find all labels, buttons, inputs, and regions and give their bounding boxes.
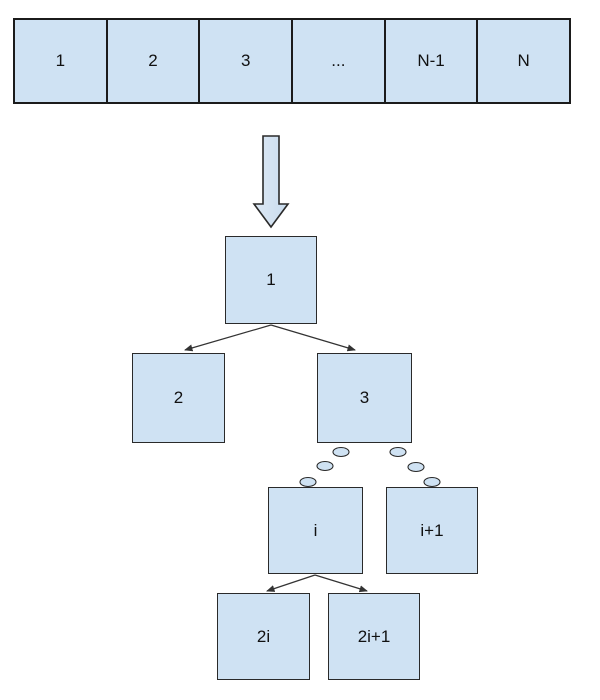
- array-cell-2: 2: [108, 20, 201, 102]
- ellipsis-dot: [299, 476, 317, 488]
- block-arrow-down-icon: [252, 135, 290, 229]
- ellipsis-dots-right-trail: [389, 446, 441, 488]
- edge-node1-node3: [270, 324, 356, 352]
- tree-node-3: 3: [317, 353, 412, 443]
- ellipsis-dot: [332, 446, 350, 458]
- array-cell-1: 1: [15, 20, 108, 102]
- array-cell-n: N: [517, 51, 530, 70]
- array-cell-3: 3: [200, 20, 294, 102]
- tree-node-2i: 2i: [217, 593, 310, 680]
- ellipsis-dots-left-trail: [299, 446, 350, 488]
- array-strip: 1 2 3 ... N-1 N: [13, 18, 571, 104]
- array-cell-ellipsis: ...: [293, 20, 386, 102]
- tree-node-2: 2: [132, 353, 225, 443]
- tree-node-i-plus-1: i+1: [386, 487, 478, 574]
- tree-node-2i-plus-1: 2i+1: [328, 593, 420, 680]
- ellipsis-dot: [423, 476, 441, 488]
- ellipsis-dot: [316, 460, 334, 472]
- tree-node-1: 1: [225, 236, 317, 324]
- edge-nodei-node2i: [266, 574, 316, 592]
- edge-nodei-node2i1: [314, 574, 368, 593]
- edge-node1-node2: [184, 324, 272, 352]
- ellipsis-dot: [407, 461, 425, 473]
- ellipsis-dot: [389, 446, 407, 458]
- tree-node-i: i: [268, 487, 363, 574]
- array-cell-n-minus-1: N-1: [386, 20, 479, 102]
